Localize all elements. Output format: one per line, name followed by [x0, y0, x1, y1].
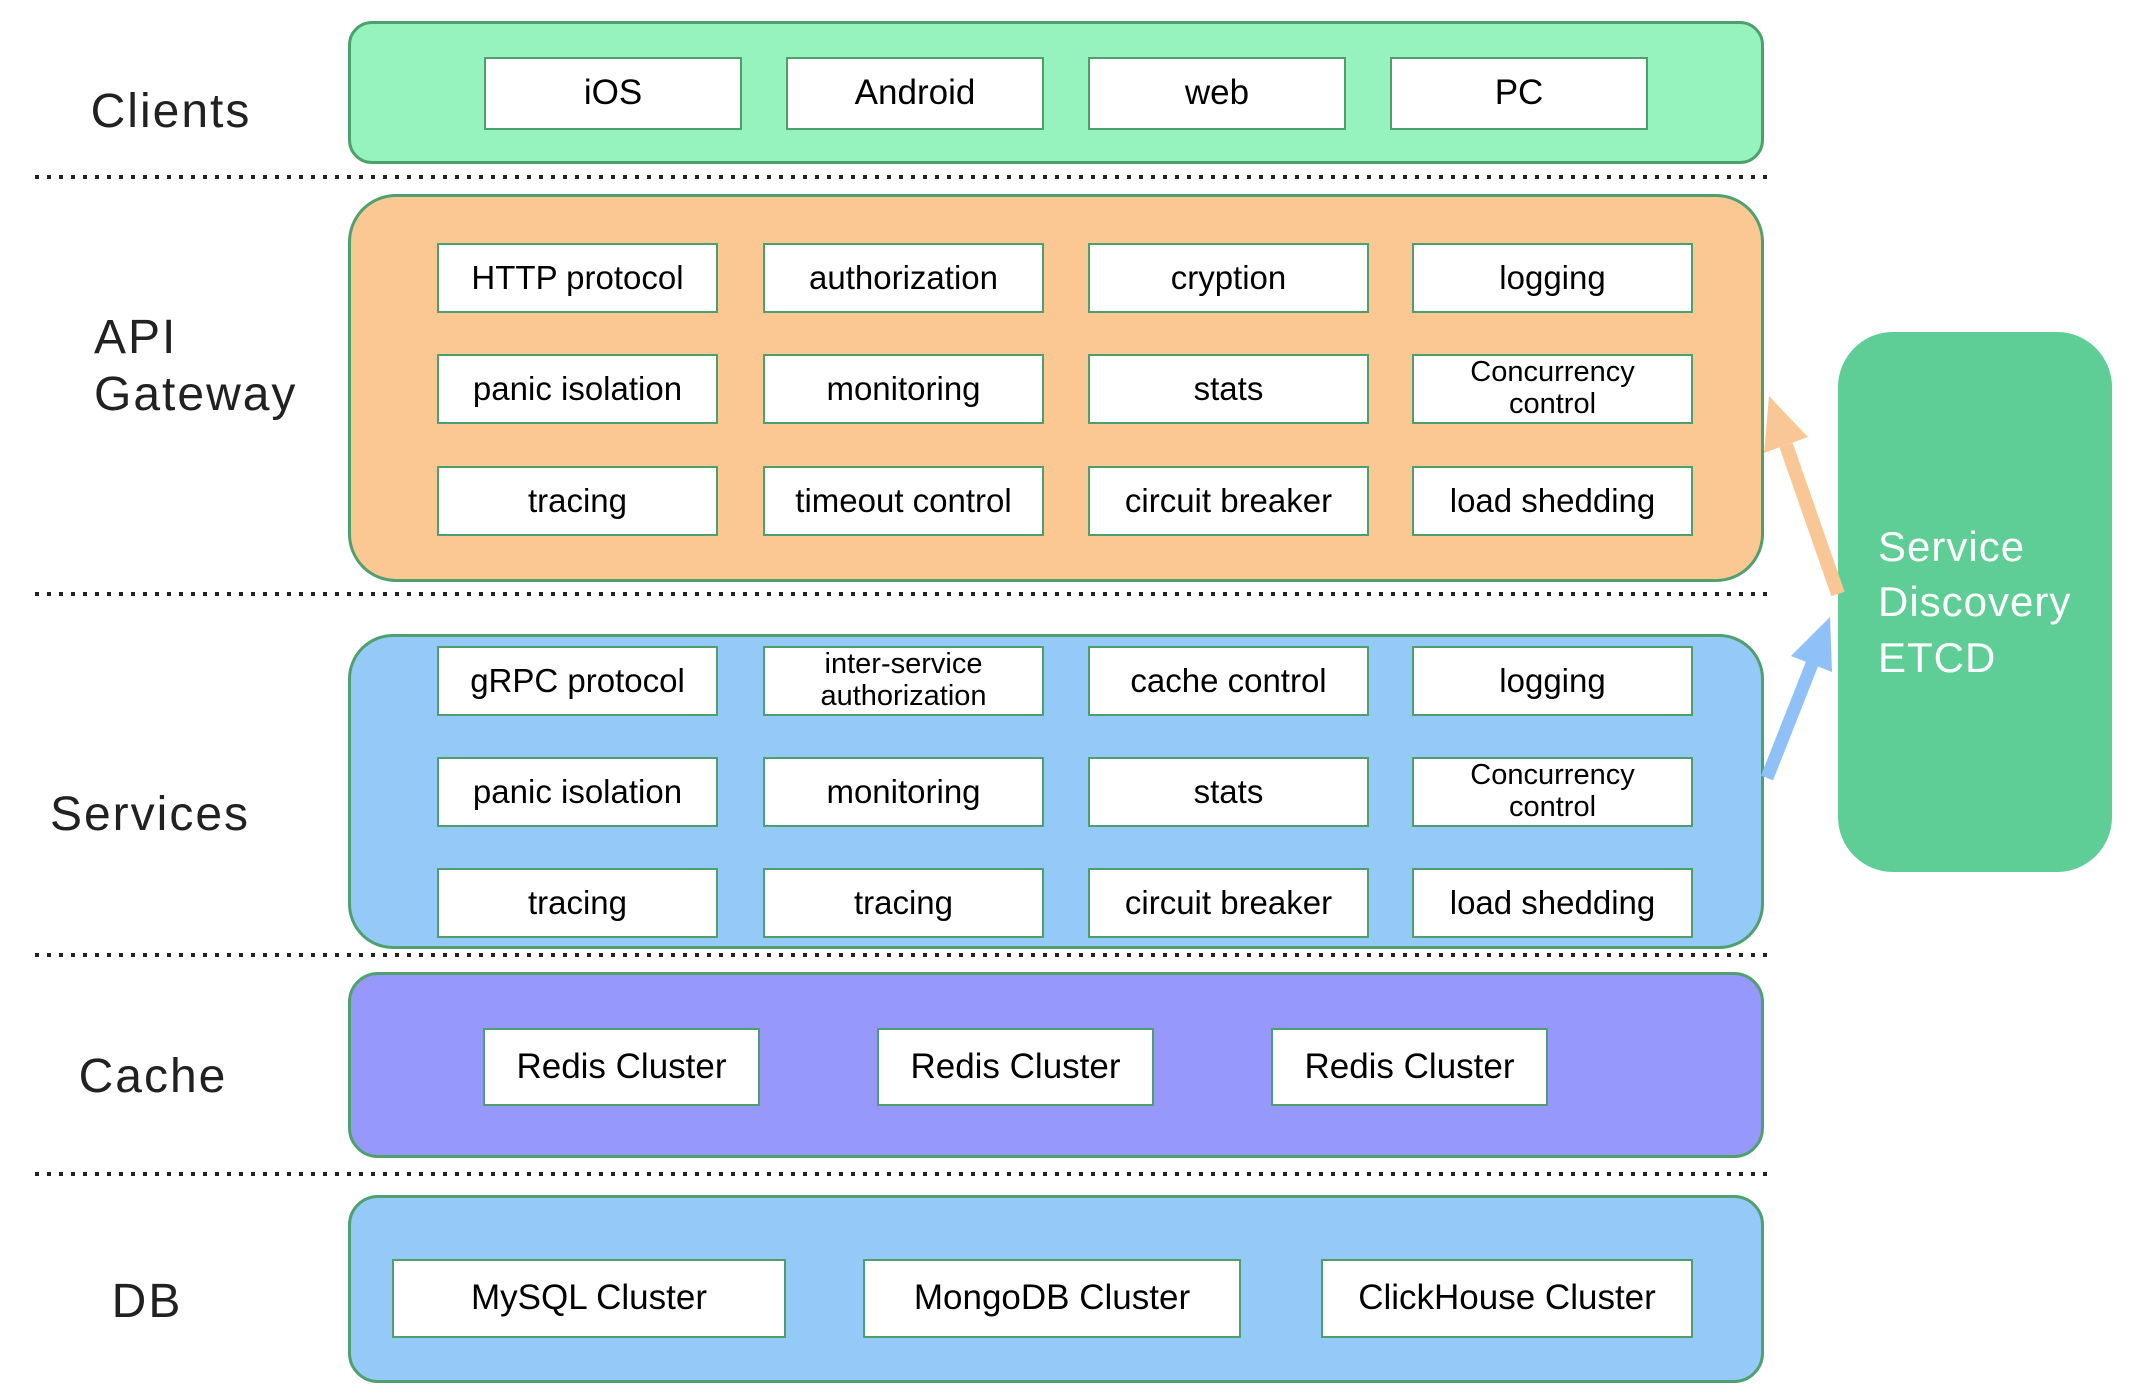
svc-cell-cache-control: cache control	[1088, 646, 1369, 716]
layer-clients: iOS Android web PC	[348, 21, 1764, 164]
svc-cell-logging: logging	[1412, 646, 1693, 716]
label-services: Services	[49, 788, 251, 841]
svc-cell-concurrency-control: Concurrency control	[1412, 757, 1693, 827]
api-cell-monitoring: monitoring	[763, 354, 1044, 424]
layer-api-gateway: HTTP protocol authorization cryption log…	[348, 194, 1764, 582]
arrow-services-to-etcd	[1760, 617, 1832, 781]
client-item-android: Android	[786, 57, 1044, 130]
service-discovery-etcd-box: Service Discovery ETCD	[1838, 332, 2112, 872]
cache-item-redis-3: Redis Cluster	[1271, 1028, 1548, 1106]
layer-services: gRPC protocol inter-service authorizatio…	[348, 634, 1764, 949]
api-cell-panic-isolation: panic isolation	[437, 354, 718, 424]
label-cache: Cache	[78, 1050, 228, 1103]
label-clients: Clients	[90, 85, 252, 138]
arrow-etcd-to-api-gateway	[1764, 396, 1845, 597]
svc-cell-panic-isolation: panic isolation	[437, 757, 718, 827]
label-api-gateway: API Gateway	[94, 311, 298, 421]
db-item-mongodb: MongoDB Cluster	[863, 1259, 1241, 1338]
api-cell-authorization: authorization	[763, 243, 1044, 313]
cache-item-redis-2: Redis Cluster	[877, 1028, 1154, 1106]
layer-cache: Redis Cluster Redis Cluster Redis Cluste…	[348, 972, 1764, 1158]
api-cell-circuit-breaker: circuit breaker	[1088, 466, 1369, 536]
svc-cell-monitoring: monitoring	[763, 757, 1044, 827]
label-db: DB	[111, 1275, 183, 1328]
svc-cell-tracing-2: tracing	[763, 868, 1044, 938]
api-cell-stats: stats	[1088, 354, 1369, 424]
svc-cell-stats: stats	[1088, 757, 1369, 827]
client-item-web: web	[1088, 57, 1346, 130]
svc-cell-circuit-breaker: circuit breaker	[1088, 868, 1369, 938]
api-cell-timeout-control: timeout control	[763, 466, 1044, 536]
separator-clients-api	[35, 175, 1775, 179]
service-discovery-etcd-label: Service Discovery ETCD	[1878, 522, 2072, 681]
api-cell-logging: logging	[1412, 243, 1693, 313]
svc-cell-tracing: tracing	[437, 868, 718, 938]
separator-services-cache	[35, 953, 1775, 957]
api-cell-concurrency-control: Concurrency control	[1412, 354, 1693, 424]
client-item-ios: iOS	[484, 57, 742, 130]
svc-cell-load-shedding: load shedding	[1412, 868, 1693, 938]
db-item-clickhouse: ClickHouse Cluster	[1321, 1259, 1693, 1338]
api-cell-http-protocol: HTTP protocol	[437, 243, 718, 313]
svc-cell-grpc-protocol: gRPC protocol	[437, 646, 718, 716]
api-cell-load-shedding: load shedding	[1412, 466, 1693, 536]
client-item-pc: PC	[1390, 57, 1648, 130]
api-cell-cryption: cryption	[1088, 243, 1369, 313]
svc-cell-inter-service-authorization: inter-service authorization	[763, 646, 1044, 716]
separator-cache-db	[35, 1172, 1775, 1176]
db-item-mysql: MySQL Cluster	[392, 1259, 786, 1338]
layer-db: MySQL Cluster MongoDB Cluster ClickHouse…	[348, 1195, 1764, 1383]
api-cell-tracing: tracing	[437, 466, 718, 536]
cache-item-redis-1: Redis Cluster	[483, 1028, 760, 1106]
separator-api-services	[35, 592, 1775, 596]
